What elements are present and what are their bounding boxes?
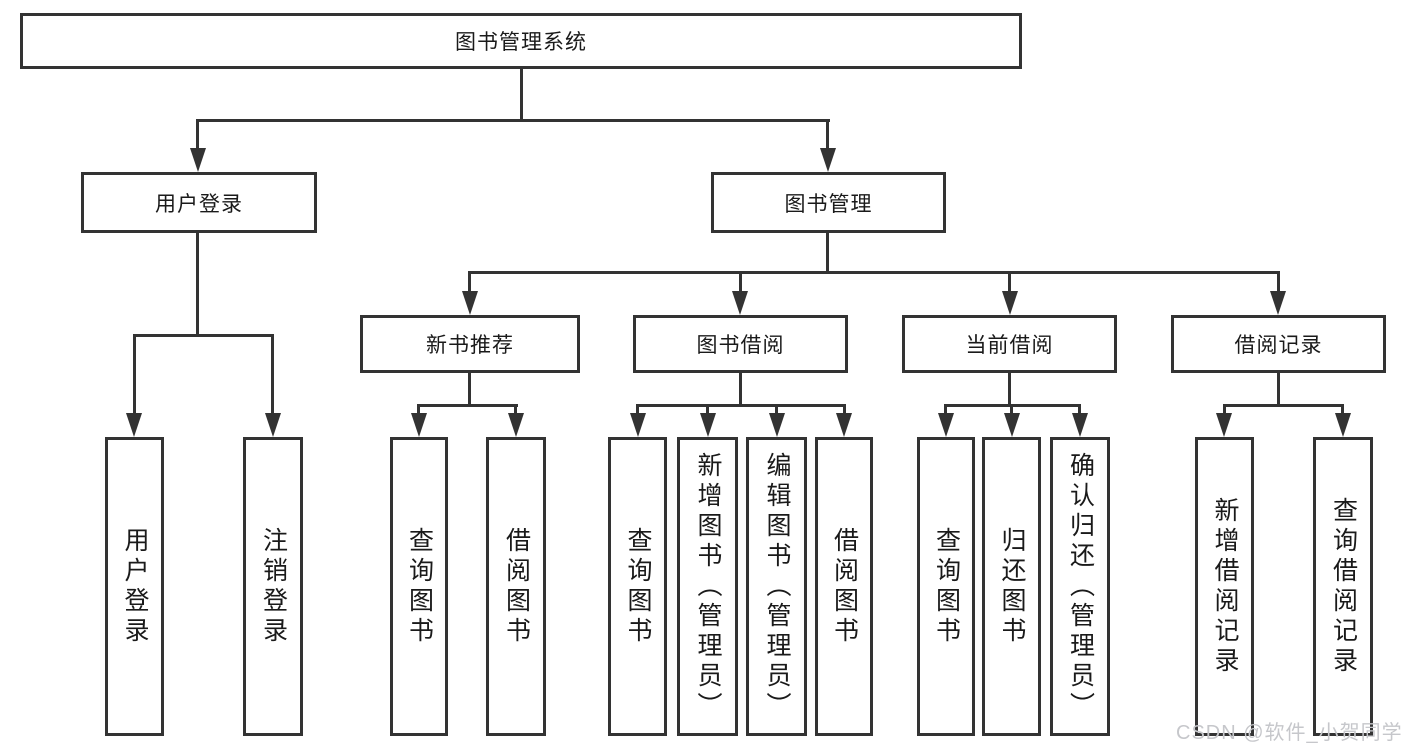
- connector-root-stub: [520, 69, 523, 122]
- arrow-bw-leaf-3: [769, 413, 785, 437]
- node-current-borrowing: 当前借阅: [902, 315, 1117, 373]
- leaf-cu-confirm-return-admin: 确认归还（管理员）: [1050, 437, 1110, 736]
- connector-ul-bar: [133, 334, 274, 337]
- leaf-bw-borrow-books: 借阅图书: [815, 437, 873, 736]
- leaf-logout: 注销登录: [243, 437, 303, 736]
- connector-cu-drop-3: [1078, 404, 1081, 414]
- arrow-borrowing-records: [1270, 291, 1286, 315]
- connector-cu-drop-1: [944, 404, 947, 414]
- leaf-nr-borrow-books: 借阅图书: [486, 437, 546, 736]
- arrow-cu-leaf-2: [1004, 413, 1020, 437]
- connector-nr-stub: [468, 373, 471, 407]
- leaf-rc-add-record: 新增借阅记录: [1195, 437, 1254, 736]
- connector-ul-drop-1: [133, 334, 136, 414]
- node-user-login: 用户登录: [81, 172, 317, 233]
- arrow-ul-leaf-2: [265, 413, 281, 437]
- connector-rc-bar: [1223, 404, 1344, 407]
- leaf-nr-query-books: 查询图书: [390, 437, 448, 736]
- arrow-bw-leaf-4: [836, 413, 852, 437]
- leaf-bw-edit-books-admin: 编辑图书（管理员）: [746, 437, 807, 736]
- connector-drop-book-management: [826, 119, 829, 149]
- node-new-book-recommendation: 新书推荐: [360, 315, 580, 373]
- connector-level1-bar: [196, 119, 830, 122]
- connector-bw-drop-4: [843, 404, 846, 414]
- arrow-cu-leaf-1: [938, 413, 954, 437]
- connector-drop-user-login: [196, 119, 199, 149]
- connector-nr-drop-2: [514, 404, 517, 414]
- connector-ul-drop-2: [271, 334, 274, 414]
- connector-cu-stub: [1008, 373, 1011, 407]
- arrow-current-borrowing: [1002, 291, 1018, 315]
- node-root-library-system: 图书管理系统: [20, 13, 1022, 69]
- leaf-user-login: 用户登录: [105, 437, 164, 736]
- arrow-book-management: [820, 148, 836, 172]
- csdn-watermark: CSDN @软件_小贺同学: [1176, 722, 1403, 744]
- connector-bw-bar: [636, 404, 846, 407]
- connector-bm-bar: [468, 271, 1280, 274]
- connector-bw-drop-1: [636, 404, 639, 414]
- connector-bm-drop-nr: [468, 271, 471, 292]
- arrow-book-borrowing: [732, 291, 748, 315]
- connector-cu-drop-2: [1010, 404, 1013, 414]
- leaf-cu-query-books: 查询图书: [917, 437, 975, 736]
- connector-rc-stub: [1277, 373, 1280, 407]
- arrow-nr-leaf-1: [411, 413, 427, 437]
- connector-bw-drop-2: [706, 404, 709, 414]
- node-book-borrowing: 图书借阅: [633, 315, 848, 373]
- connector-bm-stub: [826, 233, 829, 274]
- connector-nr-bar: [417, 404, 518, 407]
- arrow-bw-leaf-2: [700, 413, 716, 437]
- arrow-cu-leaf-3: [1072, 413, 1088, 437]
- node-book-management: 图书管理: [711, 172, 946, 233]
- connector-bm-drop-rc: [1277, 271, 1280, 292]
- leaf-bw-query-books: 查询图书: [608, 437, 667, 736]
- arrow-rc-leaf-2: [1335, 413, 1351, 437]
- leaf-bw-add-books-admin: 新增图书（管理员）: [677, 437, 738, 736]
- connector-bw-drop-3: [775, 404, 778, 414]
- arrow-user-login: [190, 148, 206, 172]
- node-borrowing-records: 借阅记录: [1171, 315, 1386, 373]
- connector-ul-stub: [196, 233, 199, 337]
- arrow-new-book-recommendation: [462, 291, 478, 315]
- connector-bm-drop-bw: [739, 271, 742, 292]
- connector-rc-drop-1: [1223, 404, 1226, 414]
- connector-bm-drop-cu: [1008, 271, 1011, 292]
- leaf-cu-return-books: 归还图书: [982, 437, 1041, 736]
- arrow-rc-leaf-1: [1216, 413, 1232, 437]
- connector-nr-drop-1: [417, 404, 420, 414]
- arrow-nr-leaf-2: [508, 413, 524, 437]
- connector-bw-stub: [739, 373, 742, 407]
- arrow-bw-leaf-1: [630, 413, 646, 437]
- leaf-rc-query-record: 查询借阅记录: [1313, 437, 1373, 736]
- arrow-ul-leaf-1: [126, 413, 142, 437]
- connector-rc-drop-2: [1341, 404, 1344, 414]
